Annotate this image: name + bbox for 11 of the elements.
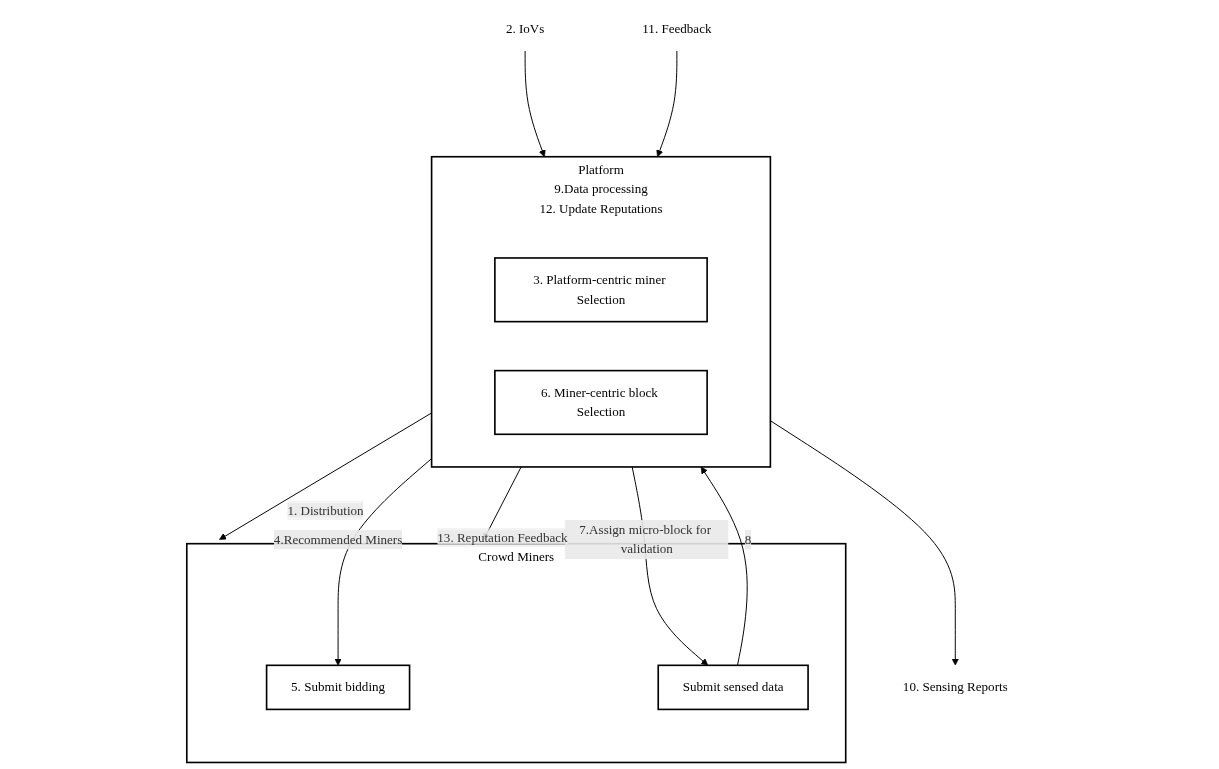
edge-label: 4.Recommended Miners: [273, 532, 403, 547]
edge-label: 1. Distribution: [287, 503, 364, 518]
node-box: 6. Miner-centric block Selection: [494, 369, 708, 436]
edge-label: 8: [744, 532, 752, 547]
node-text: 10. Sensing Reports: [902, 680, 1008, 694]
node-box: 5. Submit bidding: [265, 664, 411, 711]
node-text: 11. Feedback: [642, 21, 712, 36]
node-text: 2. IoVs: [505, 21, 545, 36]
node-box: 3. Platform-centric miner Selection: [494, 257, 708, 323]
node-box: Submit sensed data: [657, 664, 809, 711]
edge-label: 13. Reputation Feedback: [437, 530, 568, 545]
